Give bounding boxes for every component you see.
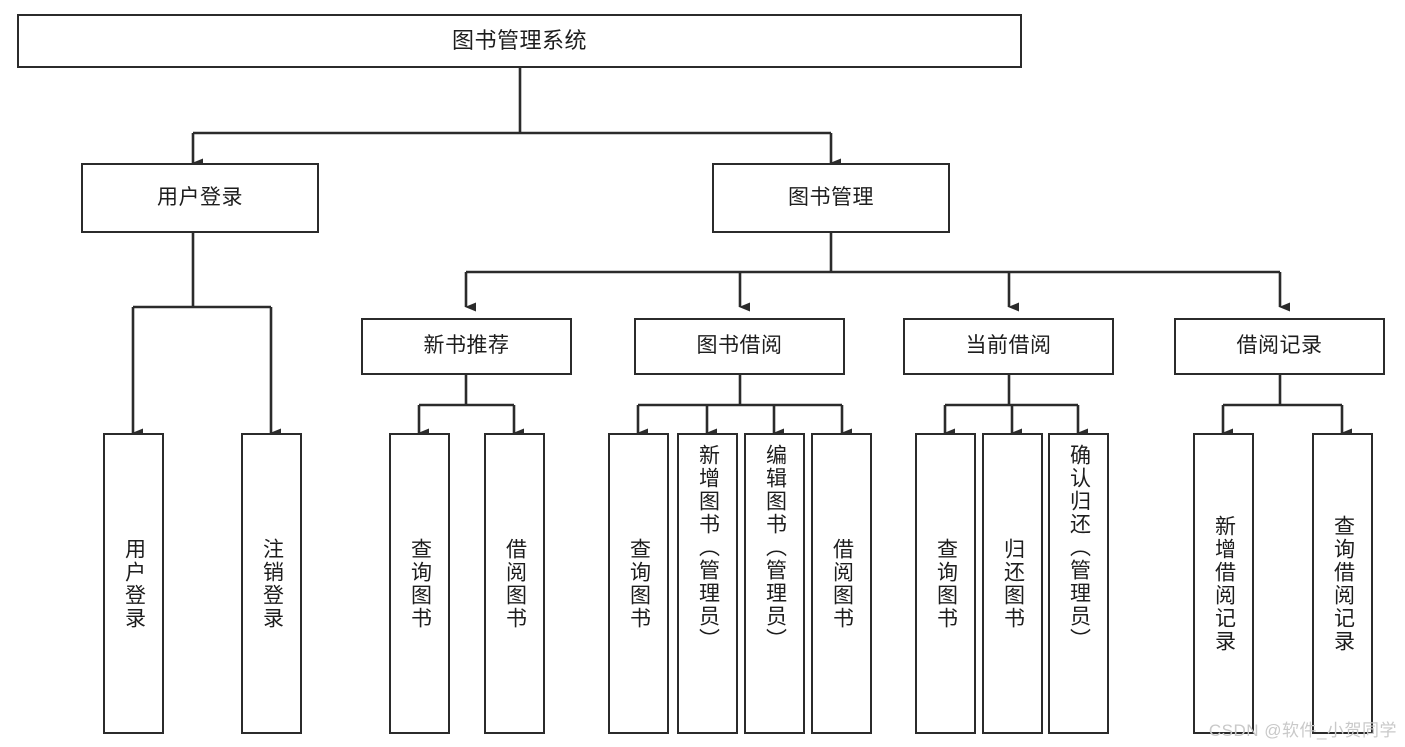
node-label: 借阅记录 bbox=[1236, 334, 1323, 358]
node-label: 新增借阅记录 bbox=[1212, 514, 1236, 653]
leaf-borrow-book-recommend[interactable]: 借阅图书 bbox=[484, 433, 545, 734]
watermark: CSDN @软件_小贺同学 bbox=[1208, 721, 1397, 740]
leaf-return-book[interactable]: 归还图书 bbox=[982, 433, 1043, 734]
leaf-user-login[interactable]: 用户登录 bbox=[103, 433, 164, 734]
node-label: 借阅图书 bbox=[503, 537, 527, 630]
node-label: 查询图书 bbox=[934, 537, 958, 630]
leaf-query-book-current[interactable]: 查询图书 bbox=[915, 433, 976, 734]
node-label: 当前借阅 bbox=[965, 334, 1052, 358]
node-book-management[interactable]: 图书管理 bbox=[712, 163, 950, 233]
node-label: 编辑图书（管理员） bbox=[763, 444, 787, 651]
node-label: 图书管理 bbox=[788, 185, 874, 209]
node-user-login[interactable]: 用户登录 bbox=[81, 163, 319, 233]
node-label: 图书管理系统 bbox=[451, 27, 587, 53]
node-label: 用户登录 bbox=[157, 185, 243, 209]
node-label: 确认归还（管理员） bbox=[1067, 444, 1091, 651]
node-book-borrow[interactable]: 图书借阅 bbox=[634, 318, 845, 375]
node-borrow-record[interactable]: 借阅记录 bbox=[1174, 318, 1385, 375]
leaf-add-borrow-record[interactable]: 新增借阅记录 bbox=[1193, 433, 1254, 734]
leaf-query-borrow-record[interactable]: 查询借阅记录 bbox=[1312, 433, 1373, 734]
node-label: 图书借阅 bbox=[696, 334, 783, 358]
node-label: 新书推荐 bbox=[423, 334, 510, 358]
node-label: 归还图书 bbox=[1001, 537, 1025, 630]
node-root-book-management-system[interactable]: 图书管理系统 bbox=[17, 14, 1022, 68]
leaf-query-book-borrow[interactable]: 查询图书 bbox=[608, 433, 669, 734]
node-label: 查询图书 bbox=[627, 537, 651, 630]
node-label: 注销登录 bbox=[260, 537, 284, 630]
leaf-borrow-book-borrow[interactable]: 借阅图书 bbox=[811, 433, 872, 734]
leaf-logout-login[interactable]: 注销登录 bbox=[241, 433, 302, 734]
node-label: 查询图书 bbox=[408, 537, 432, 630]
node-new-book-recommend[interactable]: 新书推荐 bbox=[361, 318, 572, 375]
node-label: 用户登录 bbox=[122, 537, 146, 630]
node-label: 借阅图书 bbox=[830, 537, 854, 630]
node-label: 新增图书（管理员） bbox=[696, 444, 720, 651]
leaf-confirm-return-admin[interactable]: 确认归还（管理员） bbox=[1048, 433, 1109, 734]
node-label: 查询借阅记录 bbox=[1331, 514, 1355, 653]
node-current-borrow[interactable]: 当前借阅 bbox=[903, 318, 1114, 375]
leaf-edit-book-admin[interactable]: 编辑图书（管理员） bbox=[744, 433, 805, 734]
leaf-query-book-recommend[interactable]: 查询图书 bbox=[389, 433, 450, 734]
leaf-add-book-admin[interactable]: 新增图书（管理员） bbox=[677, 433, 738, 734]
